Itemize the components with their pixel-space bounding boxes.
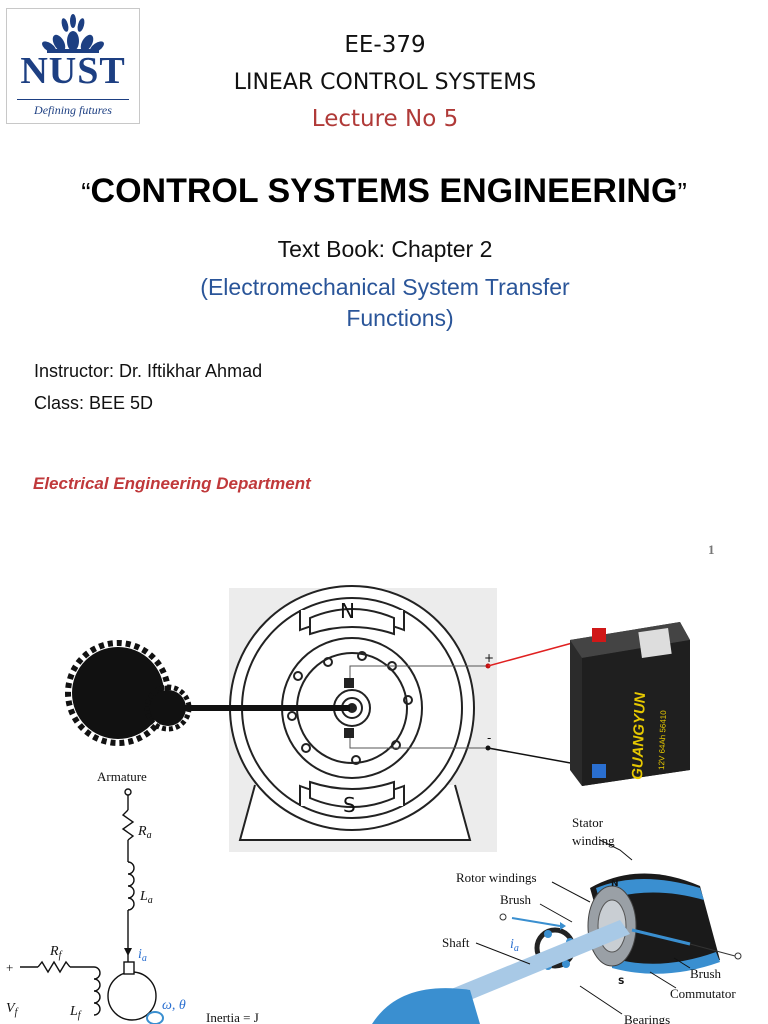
main-title: “CONTROL SYSTEMS ENGINEERING” bbox=[0, 172, 768, 211]
rotor-windings-label: Rotor windings bbox=[456, 870, 537, 885]
inertia-label: Inertia = J bbox=[206, 1010, 259, 1024]
brush-right-label: Brush bbox=[690, 966, 722, 981]
cutaway-leader-lines bbox=[475, 839, 691, 1015]
title-open-quote: “ bbox=[81, 177, 91, 208]
wire-negative bbox=[349, 738, 488, 749]
course-name: LINEAR CONTROL SYSTEMS bbox=[233, 70, 537, 95]
logo-divider bbox=[17, 99, 129, 100]
shaft-label: Shaft bbox=[442, 935, 470, 950]
battery-spec: 12V 64Ah 56410 bbox=[657, 710, 668, 770]
instructor: Instructor: Dr. Iftikhar Ahmad bbox=[34, 361, 263, 381]
course-code: EE-379 bbox=[344, 32, 426, 58]
cutaway-south-label: S bbox=[618, 977, 624, 987]
sunburst-emblem-icon bbox=[42, 14, 104, 53]
brush-top-label: Brush bbox=[500, 892, 532, 907]
logo-motto: Defining futures bbox=[34, 103, 112, 117]
wire-positive bbox=[349, 665, 488, 678]
rotation-icon bbox=[146, 1011, 164, 1024]
north-pole-label: N bbox=[340, 599, 355, 623]
armature-label: Armature bbox=[97, 769, 147, 784]
field-plus-label: + bbox=[6, 960, 13, 975]
lecture-number: Lecture No 5 bbox=[311, 106, 459, 132]
armature-circuit bbox=[20, 788, 157, 1021]
nust-logo: NUST Defining futures bbox=[6, 8, 140, 124]
gear-train-icon bbox=[65, 640, 350, 746]
cutaway-north-label: N bbox=[611, 879, 619, 889]
omega-theta-label: ω, θ bbox=[162, 998, 186, 1013]
minus-terminal-label: - bbox=[487, 731, 491, 745]
title-close-quote: ” bbox=[677, 177, 687, 208]
subtitle-line-1: (Electromechanical System Transfer bbox=[200, 274, 570, 300]
ia-label: ia bbox=[138, 947, 147, 964]
subtitle: (Electromechanical System Transfer Funct… bbox=[150, 272, 620, 334]
battery-icon bbox=[570, 622, 690, 786]
lf-label: Lf bbox=[69, 1004, 82, 1021]
motor-illustration: N S + - GUANGYUN 12V 64Ah 56410 bbox=[6, 585, 742, 1024]
cutaway-ia-label: ia bbox=[510, 937, 519, 954]
vf-label: Vf bbox=[6, 1001, 19, 1018]
battery-brand: GUANGYUN bbox=[629, 691, 649, 780]
la-label: La bbox=[139, 889, 153, 906]
cutaway-motor-drawing bbox=[372, 873, 742, 1024]
bearings-label: Bearings bbox=[624, 1012, 670, 1024]
department: Electrical Engineering Department bbox=[33, 474, 311, 493]
brush-top bbox=[344, 678, 354, 688]
brush-bottom bbox=[344, 728, 354, 738]
class-name: Class: BEE 5D bbox=[34, 393, 154, 413]
page-number: 1 bbox=[708, 542, 715, 557]
current-arrow-icon bbox=[124, 948, 132, 956]
stator-label-1: Stator bbox=[572, 815, 604, 830]
dc-motor-drawing bbox=[229, 585, 475, 841]
logo-wordmark: NUST bbox=[20, 50, 126, 92]
ra-label: Ra bbox=[137, 824, 152, 841]
subtitle-line-2: Functions) bbox=[346, 305, 454, 331]
stator-label-2: winding bbox=[572, 833, 615, 848]
rf-label: Rf bbox=[49, 944, 63, 961]
title-text: CONTROL SYSTEMS ENGINEERING bbox=[90, 172, 678, 210]
textbook-reference: Text Book: Chapter 2 bbox=[277, 236, 493, 262]
plus-terminal-label: + bbox=[484, 651, 494, 665]
south-pole-label: S bbox=[343, 793, 356, 817]
commutator-label: Commutator bbox=[670, 986, 736, 1001]
